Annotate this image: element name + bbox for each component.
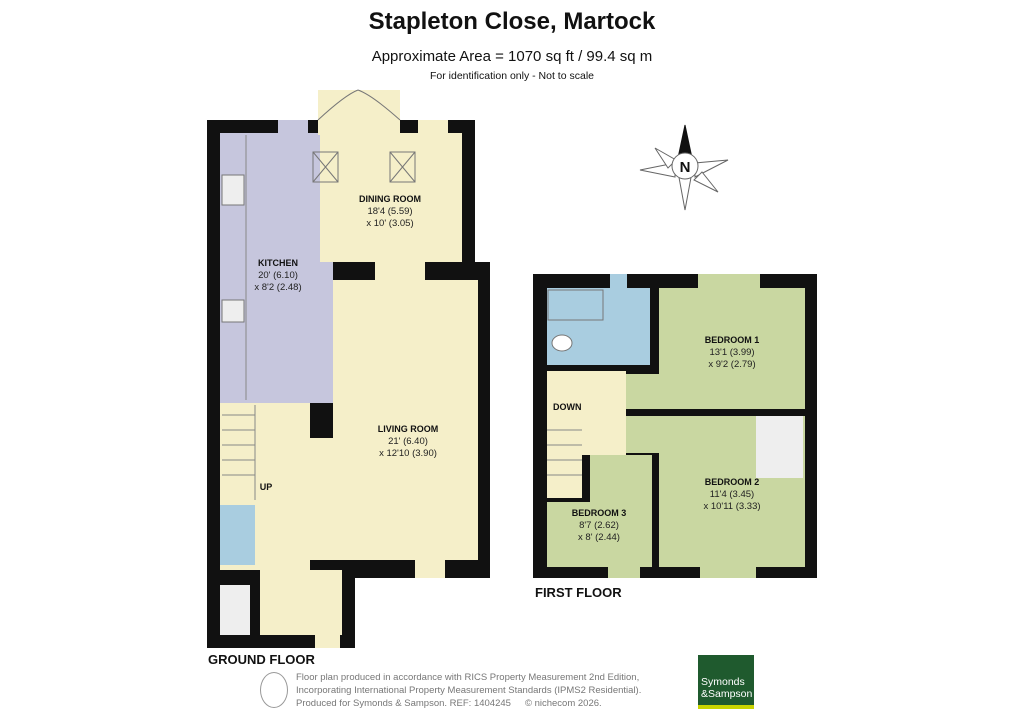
room-dim-bedroom-1-2: x 9'2 (2.79) bbox=[708, 359, 755, 370]
footer-line-1: Floor plan produced in accordance with R… bbox=[296, 672, 640, 683]
logo-line-1: Symonds bbox=[701, 676, 745, 688]
room-dim-bedroom-2-1: 11'4 (3.45) bbox=[710, 489, 754, 500]
room-name-kitchen: KITCHEN bbox=[258, 258, 298, 268]
room-name-bedroom-3: BEDROOM 3 bbox=[572, 508, 627, 518]
room-name-bedroom-2: BEDROOM 2 bbox=[705, 477, 760, 487]
copyright: © nichecom 2026. bbox=[524, 698, 602, 709]
footer-line-3-row: Produced for Symonds & Sampson. REF: 140… bbox=[296, 697, 641, 710]
room-dim-bedroom-1-1: 13'1 (3.99) bbox=[709, 347, 754, 358]
room-name-bedroom-1: BEDROOM 1 bbox=[705, 335, 760, 345]
room-dim-dining-1: 18'4 (5.59) bbox=[367, 206, 412, 217]
approximate-area: Approximate Area = 1070 sq ft / 99.4 sq … bbox=[371, 48, 653, 65]
footer-line-2: Incorporating International Property Mea… bbox=[296, 685, 642, 696]
room-dim-kitchen-2: x 8'2 (2.48) bbox=[254, 282, 301, 293]
stairs-down-label: DOWN bbox=[553, 402, 582, 412]
agent-logo: Symonds &Sampson bbox=[698, 655, 754, 709]
room-name-living: LIVING ROOM bbox=[378, 424, 439, 434]
first-floor-plan: BEDROOM 1 13'1 (3.99) x 9'2 (2.79) BEDRO… bbox=[533, 274, 817, 600]
room-name-dining: DINING ROOM bbox=[359, 194, 421, 204]
page-title: Stapleton Close, Martock bbox=[368, 8, 656, 35]
room-dim-living-1: 21' (6.40) bbox=[388, 436, 428, 447]
first-floor-label: FIRST FLOOR bbox=[535, 585, 622, 600]
room-dim-living-2: x 12'10 (3.90) bbox=[379, 448, 437, 459]
person-icon bbox=[260, 672, 288, 708]
room-dim-bedroom-2-2: x 10'11 (3.33) bbox=[703, 501, 760, 512]
room-dim-bedroom-3-1: 8'7 (2.62) bbox=[579, 520, 619, 531]
disclaimer-note: For identification only - Not to scale bbox=[430, 70, 594, 82]
ground-floor-label: GROUND FLOOR bbox=[208, 652, 315, 667]
compass-north-label: N bbox=[680, 159, 691, 176]
room-dim-dining-2: x 10' (3.05) bbox=[366, 218, 413, 229]
logo-line-2: &Sampson bbox=[701, 688, 753, 700]
ground-floor-plan: KITCHEN 20' (6.10) x 8'2 (2.48) DINING R… bbox=[207, 89, 490, 667]
room-dim-bedroom-3-2: x 8' (2.44) bbox=[578, 532, 620, 543]
compass-icon: N bbox=[639, 124, 729, 211]
footer-line-3: Produced for Symonds & Sampson. REF: 140… bbox=[296, 698, 511, 709]
footer-notes: Floor plan produced in accordance with R… bbox=[296, 671, 641, 710]
room-dim-kitchen-1: 20' (6.10) bbox=[258, 270, 298, 281]
stairs-up-label: UP bbox=[260, 482, 273, 492]
